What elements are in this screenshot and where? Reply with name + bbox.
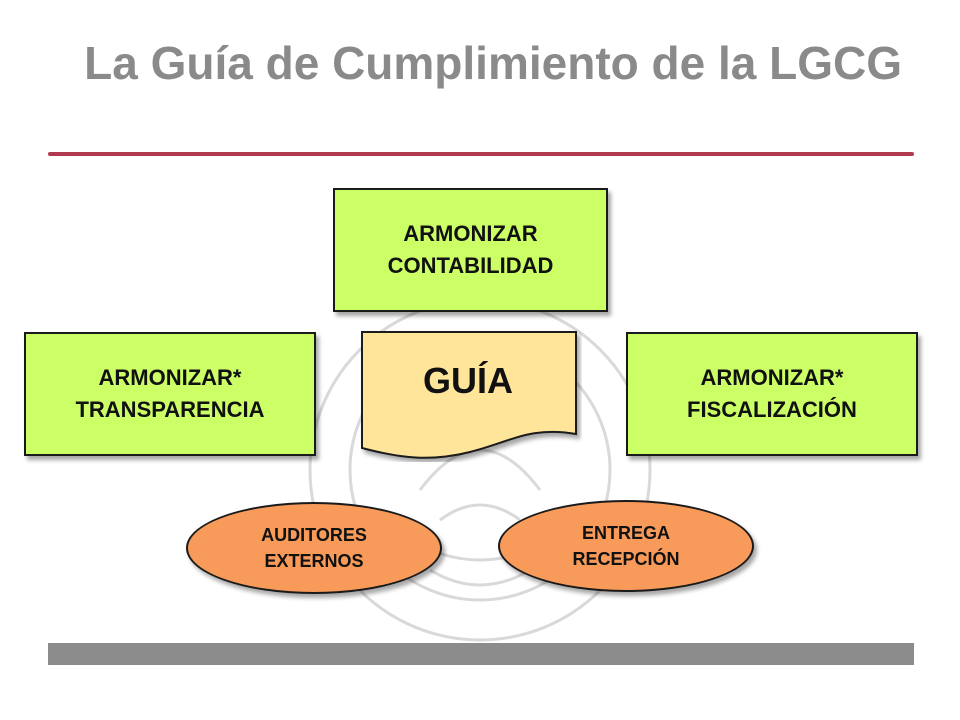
box-top-line2: CONTABILIDAD — [387, 253, 554, 278]
slide-title: La Guía de Cumplimiento de la LGCG — [84, 37, 902, 89]
title-divider — [48, 152, 914, 156]
box-right-line2: FISCALIZACIÓN — [687, 397, 857, 422]
oval-auditores-externos: AUDITORES EXTERNOS — [186, 502, 442, 594]
footer-bar — [48, 643, 914, 665]
oval-left-line2: EXTERNOS — [264, 551, 364, 571]
guia-label: GUÍA — [423, 360, 513, 401]
box-left-line1: ARMONIZAR* — [98, 365, 242, 390]
oval-right-line1: ENTREGA — [581, 523, 670, 543]
box-left-line2: TRANSPARENCIA — [75, 397, 265, 422]
oval-left-line1: AUDITORES — [261, 525, 367, 545]
box-top-line1: ARMONIZAR — [403, 221, 538, 246]
oval-right-line2: RECEPCIÓN — [572, 549, 680, 569]
box-right-line1: ARMONIZAR* — [700, 365, 844, 390]
box-armonizar-transparencia: ARMONIZAR* TRANSPARENCIA — [24, 332, 316, 456]
box-armonizar-fiscalizacion: ARMONIZAR* FISCALIZACIÓN — [626, 332, 918, 456]
box-armonizar-contabilidad: ARMONIZAR CONTABILIDAD — [333, 188, 608, 312]
guia-document-shape — [361, 331, 577, 459]
oval-entrega-recepcion: ENTREGA RECEPCIÓN — [498, 500, 754, 592]
